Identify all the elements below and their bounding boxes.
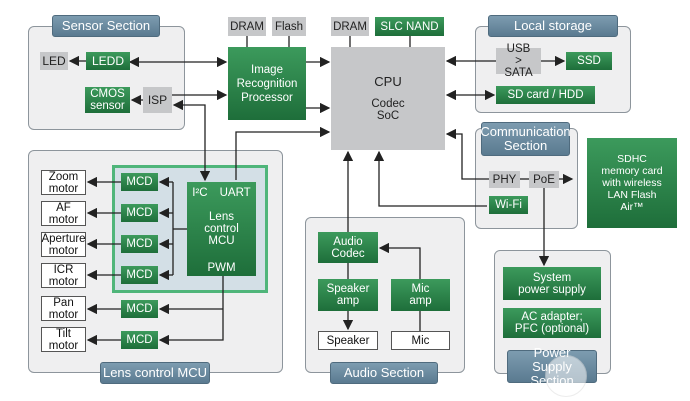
- phy: PHY: [489, 171, 520, 188]
- image-recognition-processor: Image Recognition Processor: [228, 47, 306, 120]
- audio-section-title: Audio Section: [330, 362, 438, 384]
- mcd-aperture: MCD: [121, 235, 158, 253]
- usb-sata: USB > SATA: [496, 43, 541, 79]
- lens-mcu-label: Lens control MCU: [204, 211, 239, 247]
- cmos-sensor: CMOS sensor: [85, 87, 130, 113]
- mcd-pan: MCD: [121, 300, 158, 318]
- tilt-motor: Tilt motor: [41, 327, 86, 352]
- lens-control-mcu: I²C UART Lens control MCU PWM: [187, 182, 256, 276]
- speaker-amp: Speaker amp: [318, 279, 378, 311]
- cpu-sublabel: Codec SoC: [371, 97, 405, 122]
- mcd-zoom: MCD: [121, 173, 158, 191]
- speaker: Speaker: [318, 331, 378, 350]
- icr-motor: ICR motor: [41, 263, 86, 288]
- slc-nand: SLC NAND: [375, 17, 444, 36]
- mcd-af: MCD: [121, 204, 158, 222]
- cpu: CPU Codec SoC: [331, 47, 445, 150]
- mic: Mic: [391, 331, 450, 350]
- mcd-icr: MCD: [121, 266, 158, 284]
- audio-codec: Audio Codec: [318, 232, 378, 263]
- uart-port: UART: [219, 187, 251, 199]
- ledd: LEDD: [86, 52, 130, 70]
- pwm-port: PWM: [207, 262, 236, 274]
- zoom-motor: Zoom motor: [41, 170, 86, 195]
- dram-irp: DRAM: [228, 17, 266, 36]
- i2c-port: I²C: [192, 187, 208, 199]
- pan-motor: Pan motor: [41, 296, 86, 321]
- poe: PoE: [529, 171, 559, 188]
- mic-amp: Mic amp: [391, 279, 450, 311]
- aperture-motor: Aperture motor: [41, 232, 86, 257]
- dram-cpu: DRAM: [331, 17, 369, 36]
- af-motor: AF motor: [41, 201, 86, 226]
- flash: Flash: [272, 17, 306, 36]
- wi-fi: Wi-Fi: [489, 196, 528, 214]
- led: LED: [40, 52, 68, 70]
- local-storage-title: Local storage: [488, 15, 618, 37]
- ssd: SSD: [566, 52, 612, 70]
- sdhc-flash-air: SDHC memory card with wireless LAN Flash…: [587, 138, 677, 228]
- power-section-title: Power Supply Section: [507, 345, 597, 387]
- sensor-section-title: Sensor Section: [52, 15, 160, 37]
- communication-title: Communication Section: [480, 122, 571, 156]
- isp: ISP: [143, 87, 172, 113]
- system-power-supply: System power supply: [503, 267, 601, 300]
- sd-card-hdd: SD card / HDD: [496, 86, 595, 104]
- ac-adapter-pfc: AC adapter; PFC (optional): [503, 308, 601, 338]
- mcd-tilt: MCD: [121, 331, 158, 349]
- lens-section-title: Lens control MCU: [100, 362, 210, 384]
- cpu-label: CPU: [374, 73, 402, 89]
